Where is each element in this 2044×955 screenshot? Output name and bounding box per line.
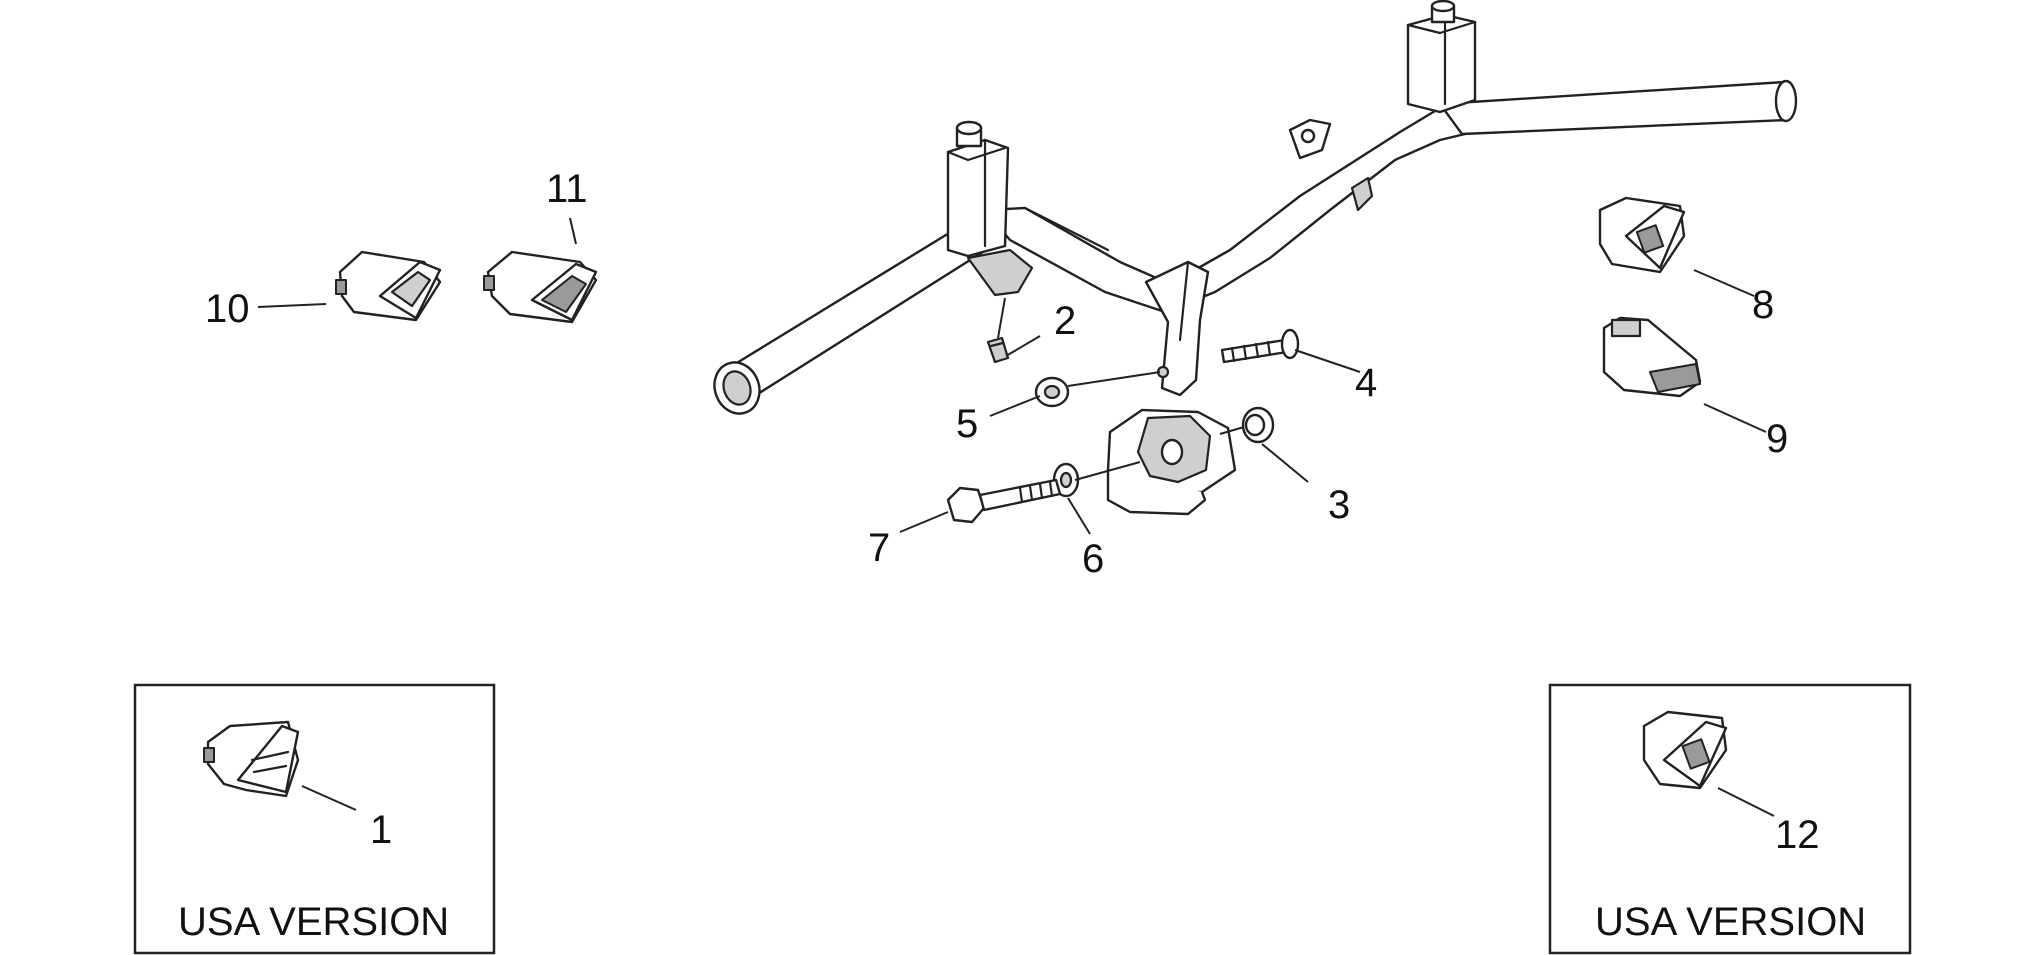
part-12-switch	[1642, 710, 1728, 790]
part-1-switch	[203, 720, 300, 798]
inset-label-left: USA VERSION	[178, 900, 449, 944]
part-3-bushing	[1241, 406, 1275, 444]
alignment-lines	[997, 297, 1245, 481]
handlebar-assembly	[713, 0, 1798, 516]
part-10-switch	[335, 250, 442, 322]
part-7-bolt	[946, 478, 1062, 524]
part-2-clip	[986, 336, 1010, 364]
part-11-switch	[483, 250, 598, 324]
callout-8: 8	[1752, 283, 1774, 327]
callout-3: 3	[1328, 483, 1350, 527]
inset-label-right: USA VERSION	[1595, 900, 1866, 944]
part-9-switch	[1602, 316, 1702, 398]
part-5-nut	[1034, 376, 1070, 408]
leader-lines	[257, 217, 1767, 535]
part-8-switch	[1598, 196, 1686, 274]
callout-12: 12	[1775, 813, 1820, 857]
callout-5: 5	[956, 402, 978, 446]
callout-11: 11	[546, 167, 588, 211]
usa-version-inset-right: 12 USA VERSION	[1548, 683, 1912, 955]
callout-10: 10	[205, 287, 250, 331]
part-4-bolt	[1220, 328, 1300, 364]
callout-7: 7	[868, 526, 890, 570]
callout-9: 9	[1766, 417, 1788, 461]
callout-1: 1	[370, 808, 392, 852]
callout-numbers: 10 11 2 4 5 3 6 7 8 9	[205, 167, 1788, 581]
callout-6: 6	[1082, 537, 1104, 581]
usa-version-inset-left: 1 USA VERSION	[133, 683, 496, 955]
callout-2: 2	[1054, 299, 1076, 343]
callout-4: 4	[1355, 361, 1377, 405]
